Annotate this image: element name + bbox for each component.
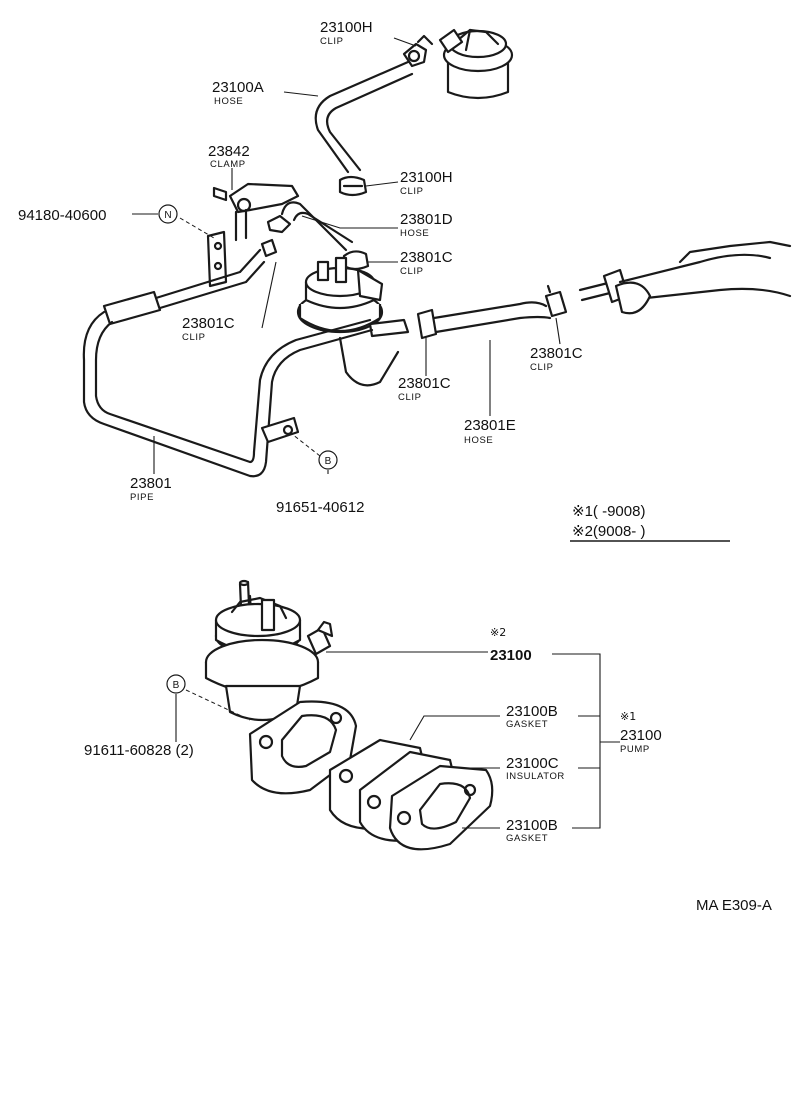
- label-hose-d: 23801D HOSE: [400, 211, 453, 239]
- hose-d-drawing: [280, 201, 354, 252]
- label-clamp: 23842 CLAMP: [208, 143, 250, 170]
- svg-text:91611-60828 (2): 91611-60828 (2): [84, 742, 194, 759]
- label-pump: ※1 23100 PUMP: [620, 710, 662, 755]
- svg-text:GASKET: GASKET: [506, 719, 548, 730]
- label-insulator: 23100C INSULATOR: [506, 755, 565, 782]
- svg-text:CLIP: CLIP: [398, 392, 422, 403]
- svg-text:23100C: 23100C: [506, 755, 559, 772]
- svg-text:23100: 23100: [620, 727, 662, 744]
- label-gasket-bot: 23100B GASKET: [506, 817, 558, 844]
- svg-text:CLAMP: CLAMP: [210, 159, 246, 170]
- clip-mid-drawing: [338, 175, 368, 197]
- svg-text:23801: 23801: [130, 475, 172, 492]
- label-pipe: 23801 PIPE: [130, 475, 172, 503]
- insulator-stack-drawing: [328, 738, 494, 851]
- svg-text:23801D: 23801D: [400, 211, 453, 228]
- fuel-tank-drawing: [578, 240, 792, 315]
- hose-top-drawing: [314, 60, 414, 174]
- svg-text:23801C: 23801C: [398, 375, 451, 392]
- svg-text:GASKET: GASKET: [506, 833, 548, 844]
- svg-text:CLIP: CLIP: [182, 332, 206, 343]
- svg-text:23100A: 23100A: [212, 79, 264, 96]
- diagram-id: MA E309-A: [696, 897, 772, 914]
- svg-text:INSULATOR: INSULATOR: [506, 771, 565, 782]
- label-clip-top: 23100H CLIP: [320, 19, 373, 47]
- svg-text:※1( -9008): ※1( -9008): [572, 503, 645, 520]
- svg-text:23100H: 23100H: [400, 169, 453, 186]
- label-clip-c3: 23801C CLIP: [398, 375, 451, 403]
- svg-text:HOSE: HOSE: [400, 228, 429, 239]
- svg-text:23842: 23842: [208, 143, 250, 160]
- label-hose-top: 23100A HOSE: [212, 79, 264, 107]
- bolt-b-marker: B: [318, 450, 338, 470]
- svg-text:CLIP: CLIP: [400, 266, 424, 277]
- clip-c2-drawing: [342, 250, 370, 271]
- fuel-pipe-drawing: [82, 248, 374, 478]
- label-clip-c1: 23801C CLIP: [182, 315, 235, 343]
- hose-e-drawing: [432, 301, 552, 334]
- label-pump-assy: ※2 23100: [490, 626, 532, 664]
- svg-text:B: B: [325, 456, 332, 467]
- svg-text:CLIP: CLIP: [530, 362, 554, 373]
- label-bolt-n: 94180-40600: [18, 207, 106, 224]
- svg-text:91651-40612: 91651-40612: [276, 499, 364, 516]
- label-hose-e: 23801E HOSE: [464, 417, 516, 446]
- stud-b-marker: B: [166, 674, 186, 694]
- label-gasket-top: 23100B GASKET: [506, 703, 558, 730]
- fuel-pump-lower-drawing: [204, 579, 334, 722]
- svg-text:23100H: 23100H: [320, 19, 373, 36]
- label-clip-mid: 23100H CLIP: [400, 169, 453, 197]
- fuel-pump-upper-drawing: [296, 256, 410, 387]
- svg-text:CLIP: CLIP: [320, 36, 344, 47]
- svg-text:94180-40600: 94180-40600: [18, 207, 106, 224]
- svg-text:23100B: 23100B: [506, 817, 558, 834]
- svg-text:※2: ※2: [490, 626, 506, 639]
- svg-text:23801E: 23801E: [464, 417, 516, 434]
- label-bolt-b: 91651-40612: [276, 499, 364, 516]
- fuel-filter-drawing: [438, 28, 514, 100]
- svg-text:PUMP: PUMP: [620, 744, 650, 755]
- label-stud: 91611-60828 (2): [84, 742, 194, 759]
- date-legend: ※1( -9008) ※2(9008- ): [570, 503, 730, 542]
- clip-c1-drawing: [260, 214, 292, 258]
- svg-text:23801C: 23801C: [182, 315, 235, 332]
- clip-c4-drawing: [544, 284, 568, 318]
- label-clip-c2: 23801C CLIP: [400, 249, 453, 277]
- svg-text:B: B: [173, 680, 180, 691]
- svg-text:※1: ※1: [620, 710, 636, 723]
- svg-text:23801C: 23801C: [530, 345, 583, 362]
- label-clip-c4: 23801C CLIP: [530, 345, 583, 373]
- svg-text:23100B: 23100B: [506, 703, 558, 720]
- svg-text:CLIP: CLIP: [400, 186, 424, 197]
- svg-text:HOSE: HOSE: [214, 96, 243, 107]
- svg-text:23100: 23100: [490, 647, 532, 664]
- svg-text:N: N: [164, 210, 171, 221]
- svg-text:※2(9008- ): ※2(9008- ): [572, 523, 645, 540]
- bolt-n-marker: N: [158, 204, 178, 224]
- clip-c3-drawing: [416, 308, 438, 340]
- clamp-bracket-drawing: [206, 182, 300, 288]
- svg-text:23801C: 23801C: [400, 249, 453, 266]
- svg-text:PIPE: PIPE: [130, 492, 154, 503]
- svg-text:HOSE: HOSE: [464, 435, 493, 446]
